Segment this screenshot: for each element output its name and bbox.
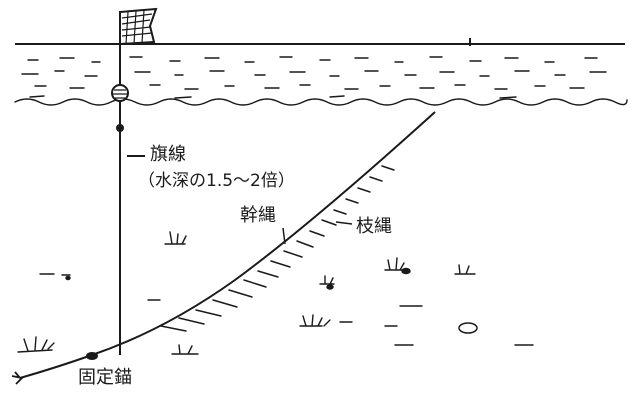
flag-line-knot bbox=[116, 124, 124, 132]
flag-line-label: 旗線 bbox=[150, 144, 186, 165]
branch-line-leader bbox=[335, 221, 353, 225]
main-line-leader bbox=[282, 227, 286, 245]
seabed-stones bbox=[65, 267, 478, 334]
branch-lines bbox=[160, 165, 395, 332]
main-line-label: 幹縄 bbox=[240, 205, 276, 226]
flag-line-note-label: （水深の1.5～2倍） bbox=[138, 171, 295, 191]
water-ripples bbox=[14, 56, 628, 106]
main-line bbox=[19, 111, 436, 379]
buoy-icon bbox=[111, 84, 129, 102]
anchor-icon bbox=[11, 352, 98, 385]
branch-line-label: 枝縄 bbox=[356, 216, 392, 237]
seabed-texture bbox=[17, 231, 534, 355]
anchor-label: 固定錨 bbox=[78, 367, 132, 388]
flag-icon bbox=[119, 7, 158, 56]
